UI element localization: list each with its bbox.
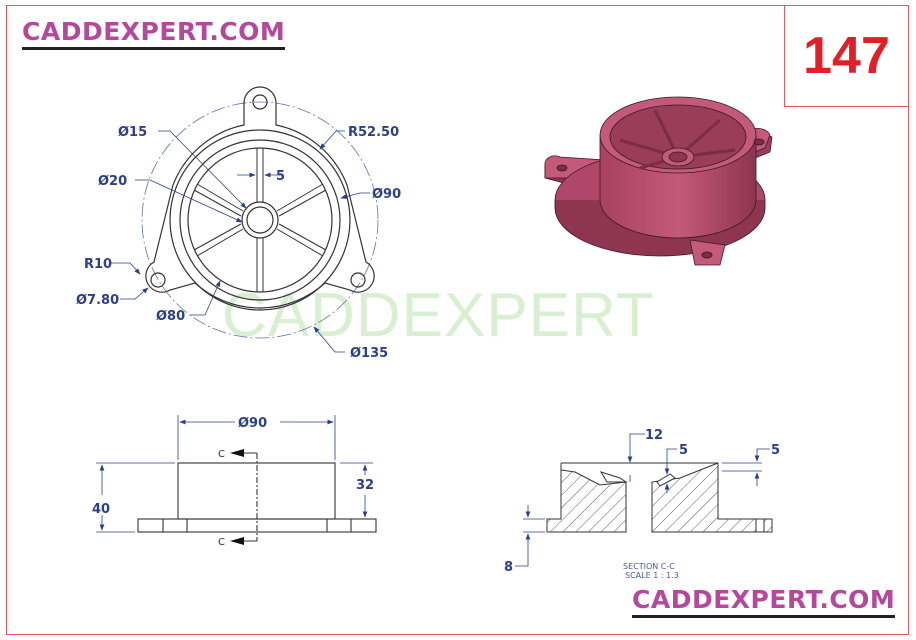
dim-r10: R10 bbox=[84, 257, 112, 272]
dim-section-8: 8 bbox=[504, 560, 513, 575]
section-view-dimensions bbox=[515, 433, 770, 567]
dim-front-d90: Ø90 bbox=[238, 416, 267, 431]
front-view bbox=[137, 452, 377, 542]
dim-d15: Ø15 bbox=[118, 125, 147, 140]
dim-r52: R52.50 bbox=[348, 125, 399, 140]
dim-d90: Ø90 bbox=[372, 187, 401, 202]
cut-label-top: C bbox=[218, 449, 225, 460]
dim-rib-width: 5 bbox=[276, 169, 285, 184]
dim-d80: Ø80 bbox=[156, 309, 185, 324]
dim-section-5a: 5 bbox=[679, 443, 688, 458]
section-arrow-bottom bbox=[230, 537, 244, 545]
cut-label-bottom: C bbox=[218, 537, 225, 548]
dim-height-32: 32 bbox=[356, 478, 374, 493]
brand-logo-top: CADDEXPERT.COM bbox=[22, 18, 286, 50]
dim-d20: Ø20 bbox=[98, 174, 127, 189]
front-view-dimensions bbox=[96, 415, 373, 533]
drawing-frame bbox=[6, 5, 909, 635]
dim-section-12: 12 bbox=[645, 428, 663, 443]
exercise-number-box: 147 bbox=[784, 5, 909, 107]
dim-d135: Ø135 bbox=[350, 346, 388, 361]
brand-logo-bottom: CADDEXPERT.COM bbox=[632, 586, 896, 618]
dim-section-5b: 5 bbox=[771, 443, 780, 458]
dim-d7-80: Ø7.80 bbox=[76, 293, 119, 308]
top-view bbox=[141, 86, 379, 339]
section-title: SECTION C-C bbox=[623, 562, 675, 571]
dim-height-40: 40 bbox=[92, 502, 110, 517]
section-view bbox=[546, 462, 773, 533]
top-view-dimensions bbox=[110, 130, 370, 353]
section-arrow-top bbox=[230, 449, 244, 457]
section-scale: SCALE 1 : 1.3 bbox=[625, 571, 679, 580]
exercise-number: 147 bbox=[803, 27, 890, 85]
isometric-model bbox=[544, 96, 773, 266]
